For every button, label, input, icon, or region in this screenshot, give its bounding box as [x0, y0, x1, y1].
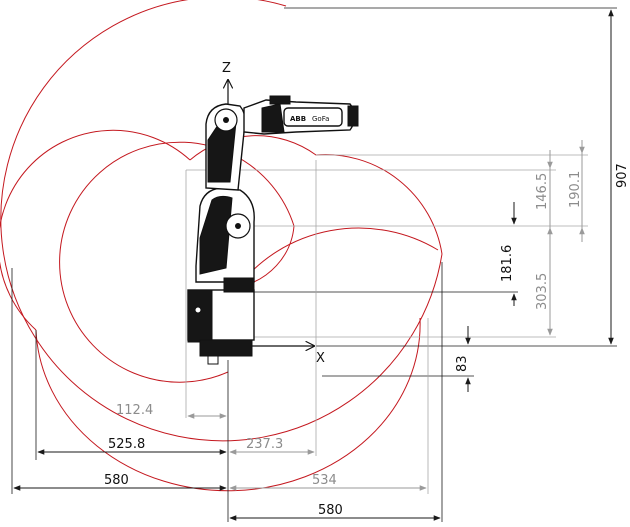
envelope-outer-arc	[0, 0, 443, 442]
envelope-left-lobe	[0, 129, 191, 331]
dim-237-3: 237.3	[246, 437, 283, 452]
robot-logo-model: GoFa	[312, 115, 329, 123]
dim-83: 83	[455, 355, 470, 372]
robot-logo-abb: ABB	[290, 115, 306, 123]
dim-146-5: 146.5	[535, 173, 550, 210]
dim-580-left: 580	[104, 473, 129, 488]
horizontal-dimensions: 112.4 525.8 237.3 580 534 580	[13, 403, 441, 521]
vertical-dimensions: 907 190.1 146.5 303.5 181.6 83	[455, 9, 630, 392]
dim-907: 907	[615, 163, 630, 188]
z-axis-label: Z	[222, 61, 231, 76]
x-axis-label: X	[316, 351, 325, 366]
robot-base-side	[187, 289, 213, 343]
robot-tool-flange	[347, 105, 359, 127]
robot-logo-panel	[283, 107, 343, 127]
dim-181-6: 181.6	[500, 245, 515, 282]
dim-190-1: 190.1	[568, 171, 583, 208]
extension-lines	[11, 7, 617, 522]
robot-wrist-joint	[261, 103, 285, 133]
robot-base-top	[223, 277, 255, 293]
robot-arm: ABB GoFa	[187, 95, 359, 365]
robot-base-foot	[199, 339, 253, 357]
dim-303-5: 303.5	[535, 273, 550, 310]
dim-112-4: 112.4	[116, 403, 153, 418]
dim-525-8: 525.8	[108, 437, 145, 452]
dim-534: 534	[312, 473, 337, 488]
dim-580-bottom: 580	[318, 503, 343, 518]
